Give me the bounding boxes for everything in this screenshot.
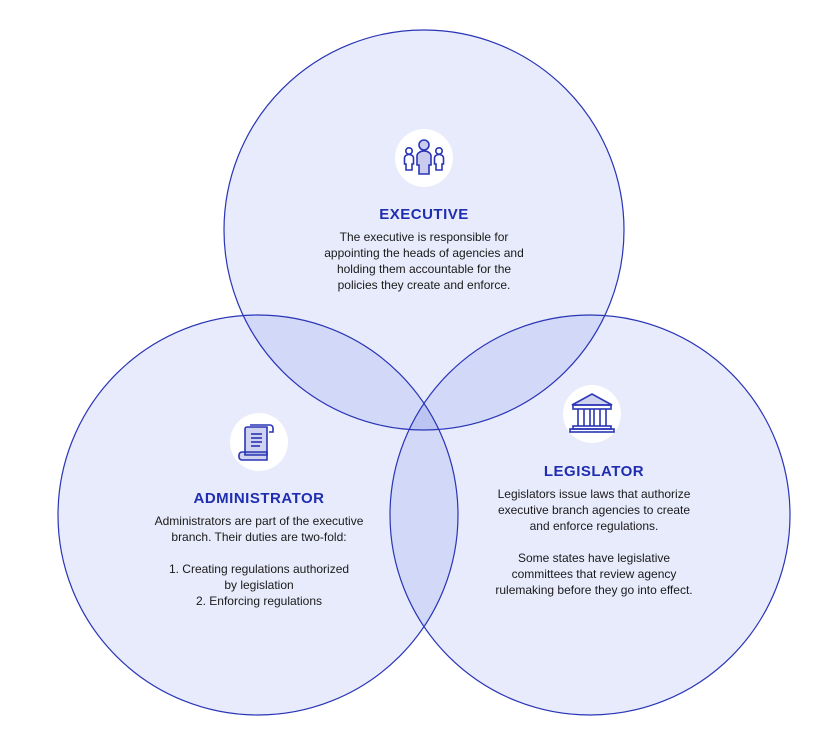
- executive-description: The executive is responsible for appoint…: [324, 230, 524, 292]
- administrator-text-block: ADMINISTRATOR Administrators are part of…: [114, 490, 404, 609]
- administrator-duties-list: 1. Creating regulations authorized by le…: [168, 562, 350, 608]
- executive-title: EXECUTIVE: [379, 206, 469, 223]
- capitol-building-icon: [569, 393, 615, 433]
- legislator-title: LEGISLATOR: [543, 463, 645, 480]
- legislator-text-block: LEGISLATOR Legislators issue laws that a…: [449, 463, 739, 598]
- administrator-title: ADMINISTRATOR: [193, 490, 325, 507]
- legislator-committees-note: Some states have legislative committees …: [495, 551, 693, 597]
- legislator-description: Legislators issue laws that authorize ex…: [497, 487, 691, 533]
- overlap-executive-administrator: [224, 315, 458, 430]
- administrator-intro: Administrators are part of the executive…: [154, 514, 364, 544]
- legislator-icon-badge: [563, 385, 621, 443]
- people-icon: [403, 139, 445, 175]
- administrator-icon-badge: [230, 413, 288, 471]
- overlap-executive-legislator: [390, 315, 624, 430]
- executive-text-block: EXECUTIVE The executive is responsible f…: [284, 206, 564, 293]
- scroll-document-icon: [238, 424, 274, 461]
- executive-icon-badge: [395, 129, 453, 187]
